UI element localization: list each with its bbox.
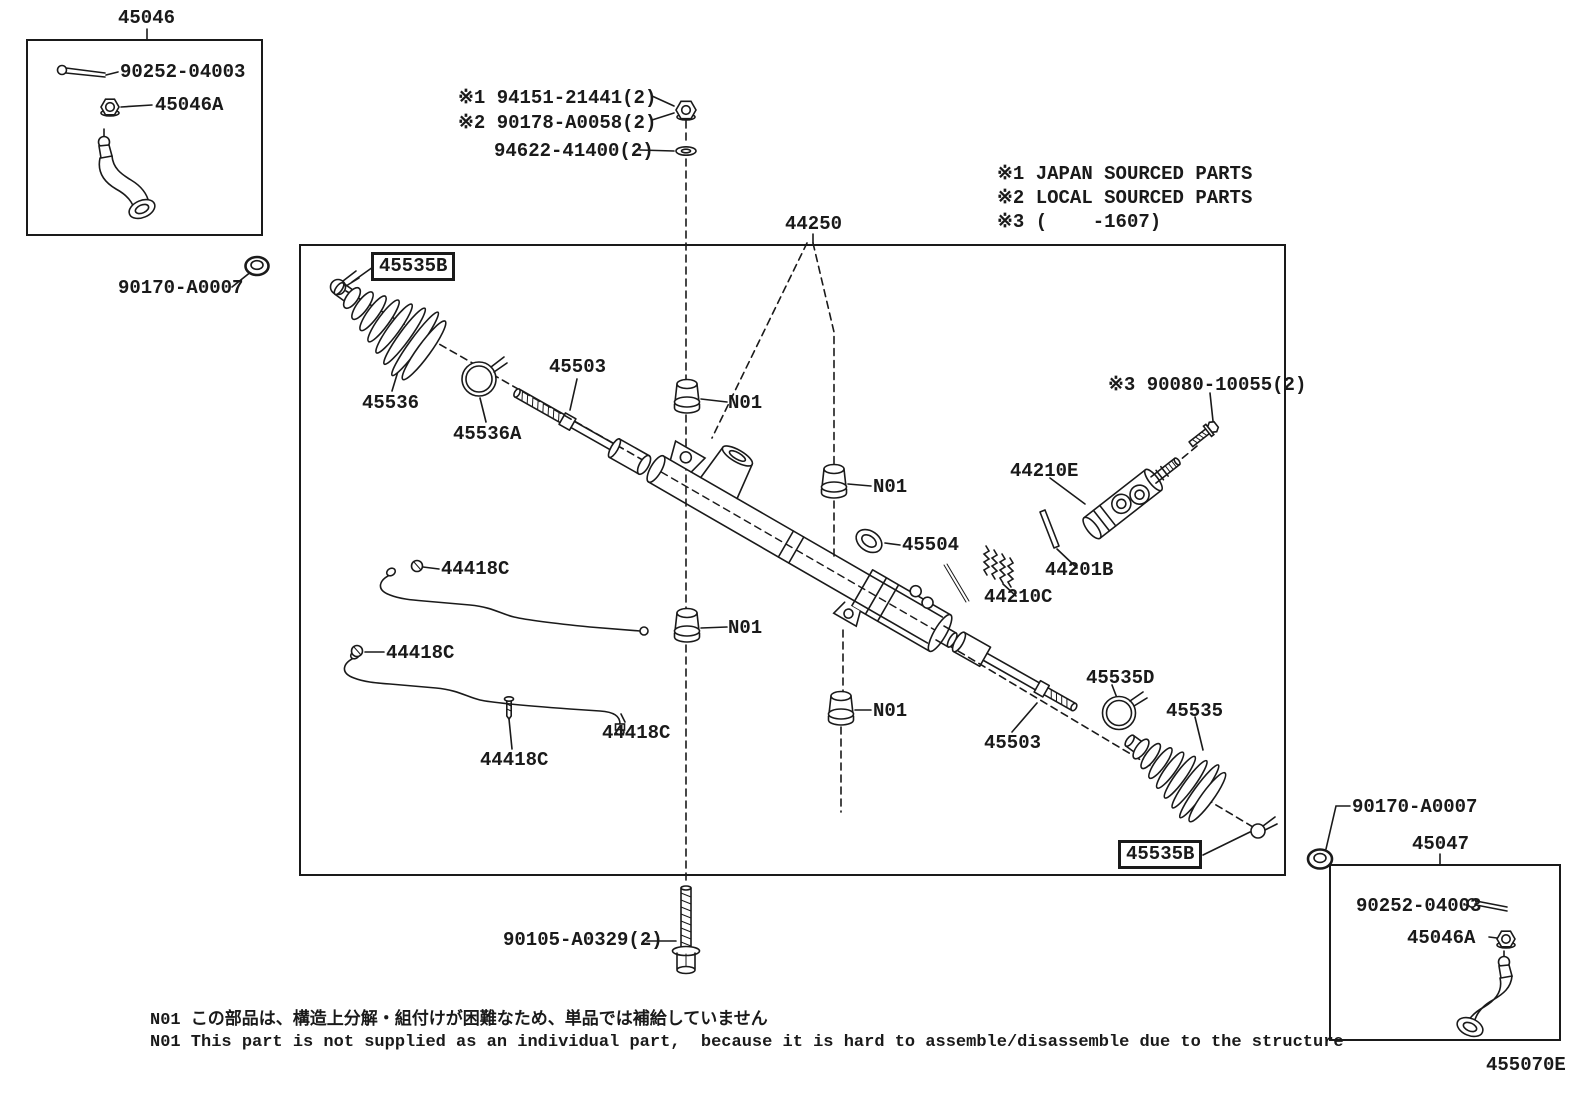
footnote-english: N01 This part is not supplied as an indi… [150, 1033, 1344, 1052]
part-label-45536a: 45536A [453, 423, 522, 445]
part-label-44210c: 44210C [984, 586, 1053, 608]
fluid-pipes-drawing [343, 559, 649, 736]
lock-nut-left-drawing [244, 255, 270, 277]
part-label-45535b-left[interactable]: 45535B [371, 252, 456, 281]
frames [26, 39, 1561, 1041]
part-label-45535b-right[interactable]: 45535B [1118, 840, 1203, 869]
part-label-90105-a0329: 90105-A0329(2) [503, 929, 663, 951]
part-label-45046a-bottom: 45046A [1407, 927, 1476, 949]
part-label-45503-right: 45503 [984, 732, 1042, 754]
part-label-45535: 45535 [1166, 700, 1224, 722]
inset-tie-rod-end-left [56, 64, 156, 220]
part-label-44210e: 44210E [1010, 460, 1079, 482]
part-label-45504: 45504 [902, 534, 960, 556]
part-label-94151-21441: ※1 94151-21441(2) [458, 87, 657, 109]
legend-japan-sourced: ※1 JAPAN SOURCED PARTS [997, 163, 1253, 185]
part-label-n01-2: N01 [873, 476, 908, 498]
part-label-45535d: 45535D [1086, 667, 1155, 689]
part-label-90170-a0007-left: 90170-A0007 [118, 277, 244, 299]
diagram-code: 455070E [1486, 1054, 1566, 1076]
part-label-44201b: 44201B [1045, 559, 1114, 581]
part-label-44418c-2: 44418C [386, 642, 455, 664]
part-label-44418c-4: 44418C [480, 749, 549, 771]
part-label-45047: 45047 [1412, 833, 1470, 855]
inner-tie-rod-left-drawing [513, 388, 652, 476]
part-label-44418c-1: 44418C [441, 558, 510, 580]
part-label-n01-3: N01 [728, 617, 763, 639]
part-label-n01-4: N01 [873, 700, 908, 722]
part-label-90170-a0007-right: 90170-A0007 [1352, 796, 1478, 818]
part-label-90178-a0058: ※2 90178-A0058(2) [458, 112, 657, 134]
lock-nut-right-drawing [1306, 848, 1334, 870]
part-label-90080-10055: ※3 90080-10055(2) [1108, 374, 1307, 396]
part-label-45503-left: 45503 [549, 356, 607, 378]
boot-left-drawing [329, 270, 508, 397]
seal-45504-drawing [855, 528, 883, 554]
boot-right-drawing [1101, 691, 1278, 839]
part-label-45046: 45046 [118, 7, 176, 29]
mount-bolt-bottom-drawing [671, 885, 701, 975]
mount-grommets [673, 378, 855, 726]
top-fasteners-drawing [675, 100, 697, 157]
control-valve-drawing [943, 420, 1220, 603]
legend-local-sourced: ※2 LOCAL SOURCED PARTS [997, 187, 1253, 209]
footnote-japanese: N01 この部品は、構造上分解・組付けが困難なため、単品では補給していません [150, 1011, 768, 1030]
rack-housing-drawing [646, 439, 958, 653]
legend-date-range: ※3 ( -1607) [997, 211, 1162, 233]
part-label-45536: 45536 [362, 392, 420, 414]
part-label-90252-04003-bottom: 90252-04003 [1356, 895, 1482, 917]
inset-tie-rod-end-right [1456, 897, 1516, 1038]
part-label-90252-04003-top: 90252-04003 [120, 61, 246, 83]
inner-tie-rod-right-drawing [951, 631, 1078, 712]
part-label-45046a-top: 45046A [155, 94, 224, 116]
part-label-44418c-3: 44418C [602, 722, 671, 744]
part-label-n01-1: N01 [728, 392, 763, 414]
part-label-94622-41400: 94622-41400(2) [494, 140, 654, 162]
part-label-44250: 44250 [785, 213, 843, 235]
leader-lines [105, 28, 1498, 942]
